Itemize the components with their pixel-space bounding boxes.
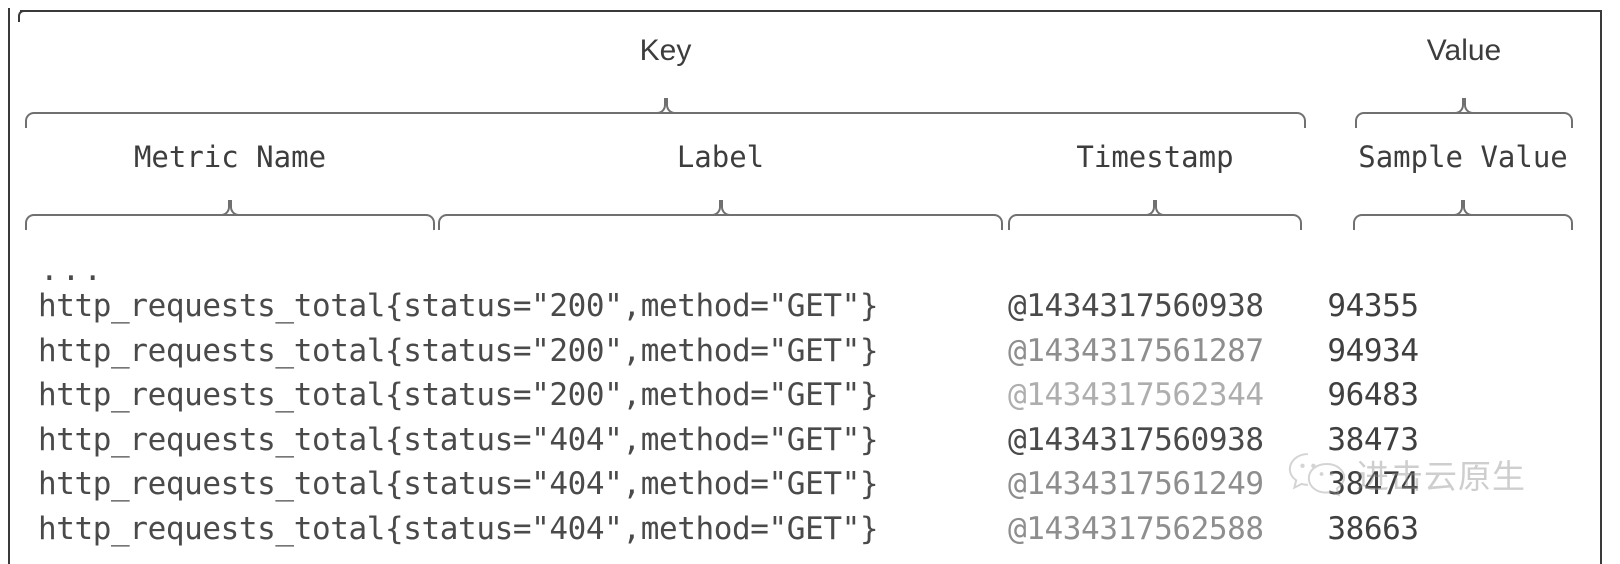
ellipsis-indicator: ... [40,252,105,288]
row-metric-series: http_requests_total{status="404",method=… [38,421,879,458]
column-title-label: Label [676,140,765,174]
row-metric-series: http_requests_total{status="200",method=… [38,288,879,324]
brace-label [438,200,1003,232]
group-title-value: Value [1426,34,1502,67]
column-title-metric-name: Metric Name [133,140,327,174]
row-timestamp: @1434317560938 [1008,421,1264,458]
row-sample-value: 94934 [1327,332,1419,369]
group-title-key: Key [639,34,692,67]
frame-left-border [8,8,10,564]
row-sample-value: 38474 [1327,466,1419,502]
column-title-sample-value: Sample Value [1358,140,1568,174]
row-metric-series: http_requests_total{status="200",method=… [38,377,879,413]
row-sample-value: 38473 [1327,421,1419,458]
column-title-timestamp: Timestamp [1076,140,1234,174]
brace-metric-name [25,200,435,232]
row-timestamp: @1434317561249 [1008,466,1264,502]
brace-timestamp [1008,200,1302,232]
row-metric-series: http_requests_total{status="200",method=… [38,332,879,369]
row-timestamp: @1434317560938 [1008,288,1264,324]
frame-top-border [20,10,1602,12]
brace-value [1355,98,1573,130]
row-timestamp: @1434317562588 [1008,510,1264,547]
row-metric-series: http_requests_total{status="404",method=… [38,510,879,547]
row-sample-value: 94355 [1327,288,1419,324]
row-sample-value: 38663 [1327,510,1419,547]
frame-right-border [1600,10,1602,564]
row-metric-series: http_requests_total{status="404",method=… [38,466,879,502]
row-timestamp: @1434317562344 [1008,377,1264,413]
brace-sample-value [1353,200,1573,232]
brace-key [25,98,1306,130]
row-timestamp: @1434317561287 [1008,332,1264,369]
row-sample-value: 96483 [1327,377,1419,413]
